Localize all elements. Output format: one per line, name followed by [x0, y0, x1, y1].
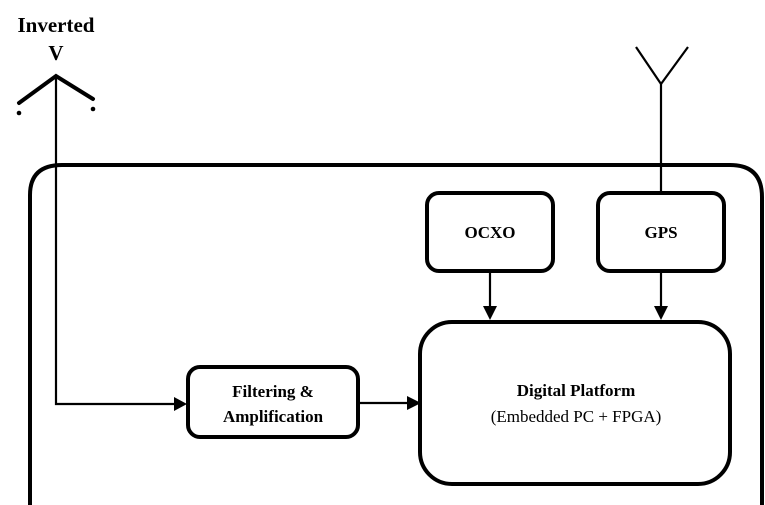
arrow-to-filtering-head	[174, 397, 187, 411]
inverted-v-label-line2: V	[48, 41, 63, 65]
inverted-v-left-dot	[16, 110, 22, 116]
filtering-label-line1: Filtering &	[232, 382, 314, 401]
digital-platform-label-line2: (Embedded PC + FPGA)	[491, 407, 662, 426]
filtering-amplification-block	[186, 365, 360, 439]
gps-label: GPS	[644, 223, 677, 242]
arrow-ocxo-to-platform-head	[483, 306, 497, 320]
arrow-gps-to-platform-head	[654, 306, 668, 320]
inverted-v-feed-line	[54, 76, 176, 406]
gps-antenna	[635, 46, 689, 192]
inverted-v-right-dot	[90, 106, 96, 112]
filtering-label-line2: Amplification	[223, 407, 324, 426]
inverted-v-label-line1: Inverted	[18, 13, 95, 37]
digital-platform-label-line1: Digital Platform	[517, 381, 636, 400]
system-enclosure	[28, 163, 764, 505]
digital-platform-block	[418, 320, 732, 486]
arrow-filtering-to-platform-head	[407, 396, 421, 410]
ocxo-label: OCXO	[465, 223, 516, 242]
gps-antenna-arms	[635, 46, 689, 86]
